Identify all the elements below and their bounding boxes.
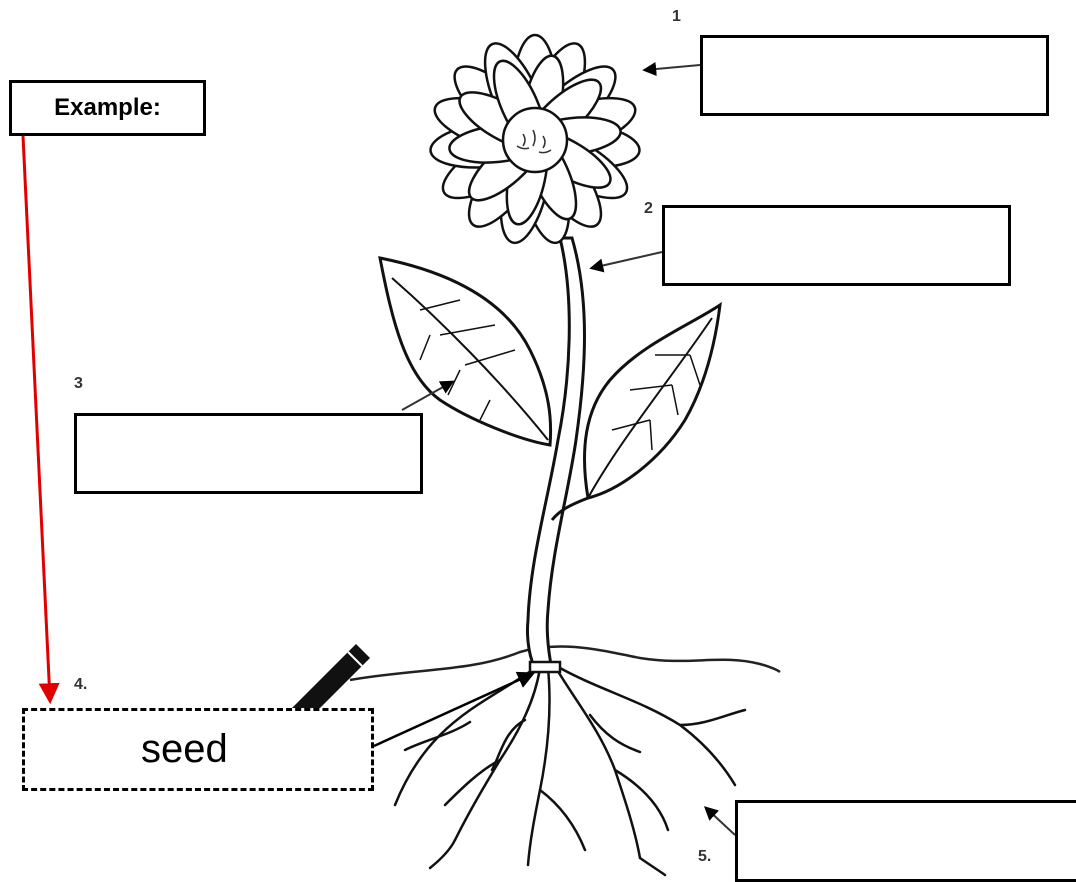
roots	[393, 666, 747, 877]
answer-box-2[interactable]	[662, 205, 1011, 286]
answer-box-1[interactable]	[700, 35, 1049, 116]
label-number-4: 4.	[74, 676, 88, 693]
example-label: Example:	[54, 94, 161, 121]
answer-box-5[interactable]	[735, 800, 1076, 882]
stem-base-band	[528, 660, 562, 674]
answer-text-4: seed	[141, 727, 228, 771]
label-number-1: 1	[672, 8, 681, 25]
example-box: Example:	[9, 80, 206, 136]
arrow-1	[642, 62, 701, 76]
arrow-5	[703, 806, 736, 836]
left-leaf	[378, 256, 553, 447]
answer-box-3[interactable]	[74, 413, 423, 494]
arrow-2	[589, 251, 663, 273]
label-number-2: 2	[644, 200, 653, 217]
ground-line	[349, 645, 781, 682]
arrow-4	[373, 671, 536, 748]
label-number-5: 5.	[698, 848, 712, 865]
right-leaf	[550, 301, 722, 521]
answer-box-4[interactable]: seed	[22, 708, 374, 791]
flower-head	[429, 33, 641, 245]
stem	[526, 236, 586, 672]
label-number-3: 3	[74, 375, 83, 392]
example-arrow	[21, 135, 60, 705]
arrow-3	[401, 380, 455, 411]
